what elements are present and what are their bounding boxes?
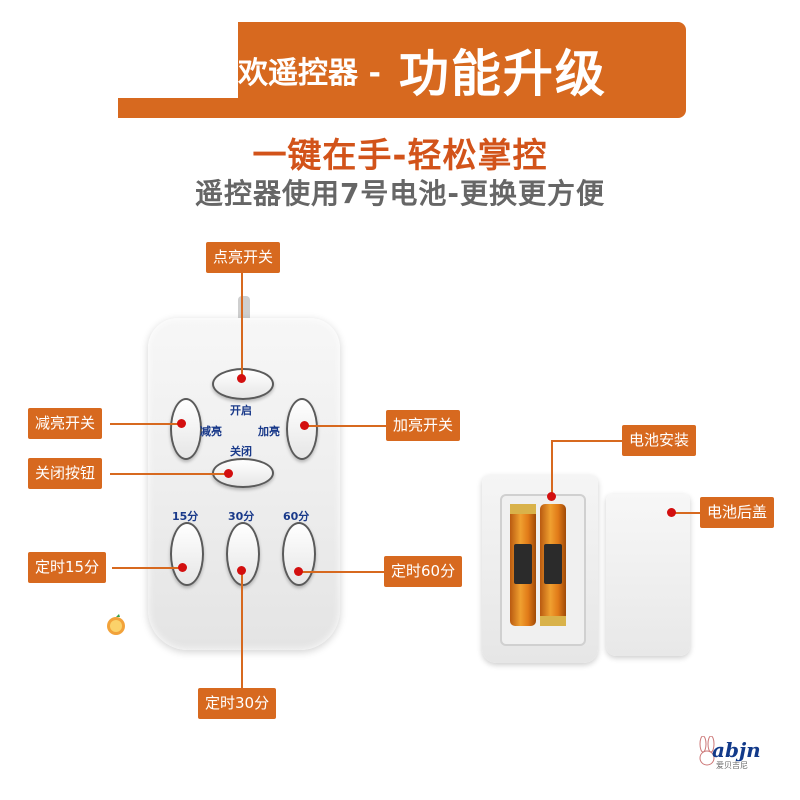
callout-battery-cover: 电池后盖 — [700, 497, 775, 528]
callout-dot-30 — [237, 566, 246, 575]
callout-battery-install: 电池安装 — [622, 425, 697, 456]
callout-dot-15 — [178, 563, 187, 572]
callout-dot-cover — [667, 508, 676, 517]
header-text: 欢遥控器 - 功能升级 — [238, 22, 607, 118]
callout-line-top — [241, 273, 243, 379]
timer-30-button[interactable] — [226, 522, 260, 586]
callout-timer-15: 定时15分 — [28, 552, 107, 583]
callout-line-30 — [241, 570, 243, 688]
callout-line-cover — [672, 512, 700, 514]
callout-dot-install — [547, 492, 556, 501]
remote-label-off: 关闭 — [230, 445, 252, 458]
battery-right — [540, 504, 566, 626]
watermark-sub: 爱贝吉尼 — [716, 761, 748, 770]
banner-cutout — [118, 22, 238, 98]
battery-left — [510, 504, 536, 626]
remote-label-15: 15分 — [172, 510, 199, 523]
callout-dot-off — [224, 469, 233, 478]
callout-timer-60: 定时60分 — [384, 556, 463, 587]
callout-line-install-v — [551, 440, 553, 496]
callout-dot-top — [237, 374, 246, 383]
remote-label-dim: 减亮 — [200, 425, 222, 438]
orange-slice-icon — [107, 614, 125, 635]
callout-line-60 — [300, 571, 384, 573]
callout-line-bright — [306, 425, 386, 427]
remote-label-30: 30分 — [228, 510, 255, 523]
callout-line-15 — [112, 567, 182, 569]
remote-label-bright: 加亮 — [258, 425, 280, 438]
subtitle-battery: 遥控器使用7号电池-更换更方便 — [194, 177, 606, 210]
subtitle: 一键在手-轻松掌控 — [252, 136, 548, 176]
callout-off: 关闭按钮 — [28, 458, 103, 489]
on-button[interactable] — [212, 368, 274, 400]
dim-button[interactable] — [170, 398, 202, 460]
remote-label-on: 开启 — [230, 404, 252, 417]
callout-timer-30: 定时30分 — [198, 688, 277, 719]
battery-back-cover — [606, 494, 690, 656]
callout-dim: 减亮开关 — [28, 408, 103, 439]
callout-dot-60 — [294, 567, 303, 576]
timer-60-button[interactable] — [282, 522, 316, 586]
callout-bright: 加亮开关 — [386, 410, 461, 441]
callout-dot-bright — [300, 421, 309, 430]
timer-15-button[interactable] — [170, 522, 204, 586]
bunny-logo-icon — [699, 736, 715, 766]
callout-light-on-off: 点亮开关 — [206, 242, 281, 273]
header-title: 功能升级 — [398, 45, 607, 103]
remote-label-60: 60分 — [283, 510, 310, 523]
callout-line-install-h — [551, 440, 623, 442]
watermark-logo: abjn — [712, 738, 761, 762]
callout-line-dim — [110, 423, 180, 425]
callout-dot-dim — [177, 419, 186, 428]
header-prefix: 欢遥控器 - — [238, 56, 381, 91]
callout-line-off — [110, 473, 228, 475]
